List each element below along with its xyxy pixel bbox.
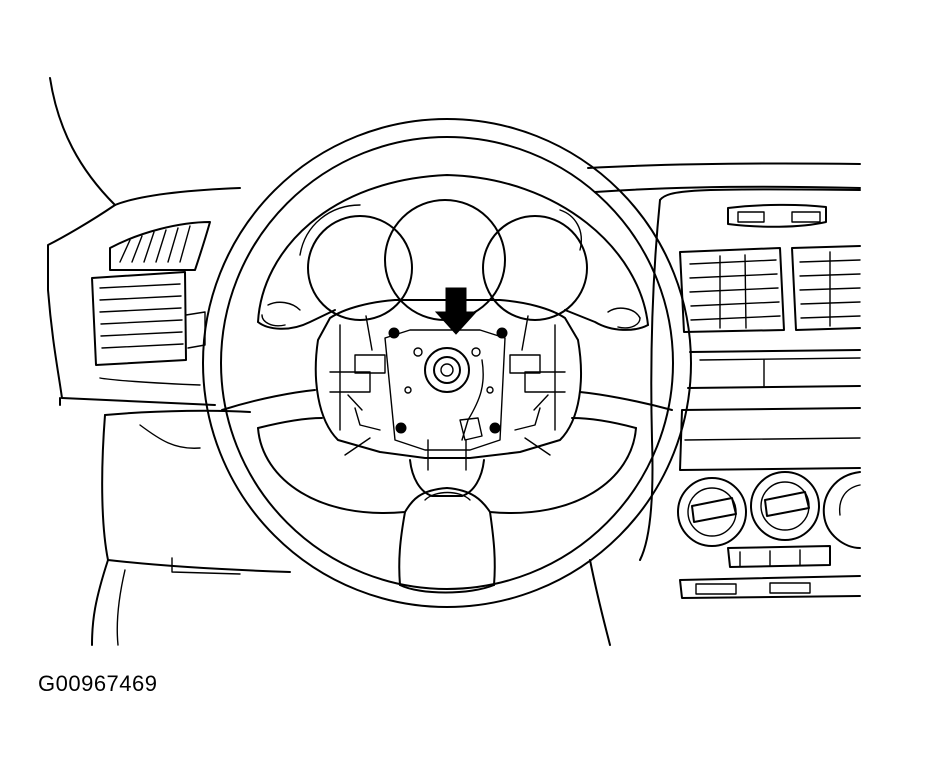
dashboard-outline [47,77,861,646]
steering-hub [314,299,582,497]
steering-wheel [202,118,692,608]
figure-id-label: G00967469 [38,671,158,696]
indicator-arrow-icon [434,287,478,335]
center-console [639,188,861,599]
instrument-cluster [299,199,588,321]
left-air-vent [91,221,211,366]
